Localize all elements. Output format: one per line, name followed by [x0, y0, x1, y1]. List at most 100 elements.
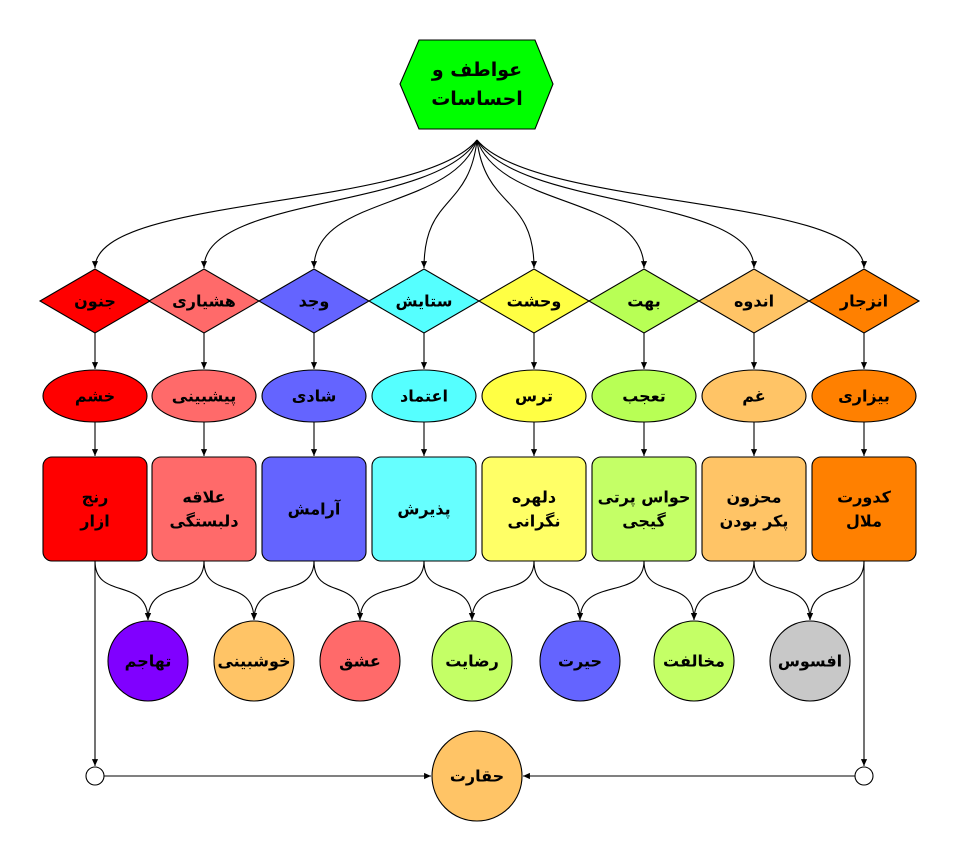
junction-right	[854, 766, 874, 786]
edge-box-to-circle	[690, 560, 755, 621]
diamond-label: اندوه	[734, 292, 774, 311]
edge-root-to-diamond	[420, 139, 478, 269]
box-label: پذیرش	[397, 500, 450, 520]
box-label: گیجی	[622, 512, 666, 531]
edge-box-to-circle	[423, 560, 476, 621]
edge-root-to-diamond	[476, 139, 538, 269]
box-label: رنج	[82, 488, 109, 507]
edge-box-to-circle	[533, 560, 584, 621]
emotion-column: بهت تعجب حواس پرتی گیجی	[587, 268, 701, 562]
dyad-label: مخالفت	[663, 652, 725, 671]
dyad-node: تهاجم	[107, 620, 189, 702]
ellipse-label: پیشبینی	[172, 387, 237, 407]
dyad-circle	[539, 620, 621, 702]
root-label: احساسات	[431, 88, 523, 110]
diamond-label: هشیاری	[172, 292, 236, 311]
mild-emotion-box	[591, 456, 697, 562]
box-label: ملال	[846, 512, 882, 531]
basic-emotion-ellipse	[591, 369, 697, 423]
bottom-node: حقارت	[431, 730, 523, 822]
emotion-column: وحشت ترس دلهره نگرانی	[477, 268, 591, 562]
box-label: آرامش	[288, 499, 341, 519]
bottom-circle	[431, 730, 523, 822]
emotion-column: ستایش اعتماد پذیرش	[367, 268, 481, 562]
edge-root-to-diamond	[310, 139, 478, 269]
edge-root-to-diamond	[476, 139, 758, 269]
mild-emotion-box	[371, 456, 477, 562]
dyad-label: تهاجم	[125, 652, 172, 671]
diamond-label: ستایش	[396, 292, 453, 311]
edge-box-to-circle	[203, 560, 258, 621]
ellipse-label: غم	[742, 387, 765, 406]
mild-emotion-box	[42, 456, 148, 562]
primary-diamond	[807, 268, 921, 334]
ellipse-label: بیزاری	[838, 387, 890, 406]
dyad-label: رضایت	[445, 652, 499, 671]
basic-emotion-ellipse	[42, 369, 148, 423]
connector-layer	[91, 139, 868, 780]
diamond-label: وحشت	[507, 292, 562, 311]
edge-box-to-circle	[250, 560, 315, 621]
mild-emotion-box	[151, 456, 257, 562]
dyad-circle	[653, 620, 735, 702]
box-label: ازار	[79, 512, 109, 531]
dyad-node: حیرت	[539, 620, 621, 702]
ellipse-label: تعجب	[622, 387, 666, 406]
basic-emotion-ellipse	[261, 369, 367, 423]
basic-emotion-ellipse	[481, 369, 587, 423]
ellipse-label: شادی	[292, 387, 337, 406]
diamond-label: بهت	[627, 292, 661, 311]
edge-box-to-circle	[356, 560, 425, 621]
box-label: حواس پرتی	[598, 488, 691, 508]
edge-box-to-circle	[313, 560, 364, 621]
dyad-label: خوشبینی	[217, 652, 290, 671]
dyad-circle	[319, 620, 401, 702]
box-label: دلبستگی	[169, 512, 238, 531]
box-label: علاقه	[182, 488, 225, 507]
basic-emotion-ellipse	[811, 369, 917, 423]
root-node: عواطف و احساسات	[399, 39, 554, 130]
edge-root-to-diamond	[476, 139, 868, 269]
edge-box-to-circle	[643, 560, 698, 621]
dyad-circle	[107, 620, 189, 702]
dyad-node: رضایت	[431, 620, 513, 702]
diamond-label: انزجار	[839, 292, 888, 311]
dyad-node: خوشبینی	[213, 620, 295, 702]
box-label: دلهره	[512, 488, 556, 507]
edge-box-to-circle	[468, 560, 535, 621]
edge-box-to-circle	[94, 560, 152, 621]
box-label: نگرانی	[508, 512, 561, 531]
root-hexagon	[399, 39, 554, 130]
edge-root-to-diamond	[91, 139, 478, 269]
dyad-circle	[431, 620, 513, 702]
ellipse-label: اعتماد	[400, 387, 448, 406]
edge-box-to-circle	[806, 560, 865, 621]
edge-box-to-circle	[144, 560, 205, 621]
edge-root-to-diamond	[200, 139, 478, 269]
edge-root-to-diamond	[476, 139, 648, 269]
root-label: عواطف و	[431, 59, 522, 81]
dyad-label: افسوس	[778, 652, 842, 671]
node-layer: عواطف و احساسات جنون خشم رنج ازار هشیاری پیشبین…	[38, 39, 921, 822]
dyad-label: عشق	[339, 652, 381, 671]
mild-emotion-box	[481, 456, 587, 562]
dyad-node: عشق	[319, 620, 401, 702]
box-label: کدورت	[837, 488, 891, 507]
junction-left	[85, 766, 105, 786]
dyad-circle	[769, 620, 851, 702]
mild-emotion-box	[701, 456, 807, 562]
basic-emotion-ellipse	[701, 369, 807, 423]
ellipse-label: ترس	[515, 387, 553, 406]
dyad-node: افسوس	[769, 620, 851, 702]
dyad-circle	[213, 620, 295, 702]
dyad-node: مخالفت	[653, 620, 735, 702]
box-label: محزون	[727, 488, 782, 507]
emotion-column: انزجار بیزاری کدورت ملال	[807, 268, 921, 562]
ellipse-label: خشم	[75, 387, 115, 406]
mild-emotion-box	[811, 456, 917, 562]
dyad-label: حیرت	[558, 652, 602, 671]
diamond-label: جنون	[74, 292, 116, 311]
